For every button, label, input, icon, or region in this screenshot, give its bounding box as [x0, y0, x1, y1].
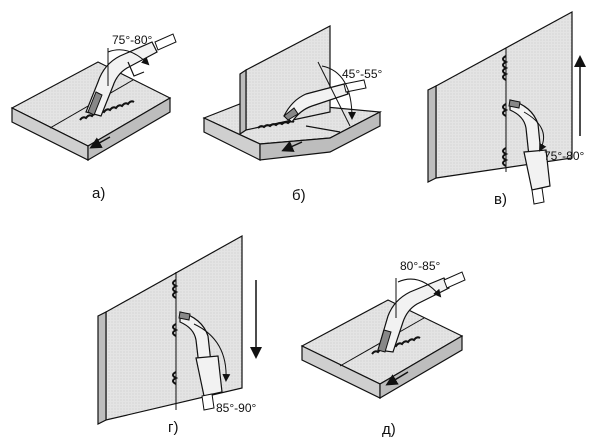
- angle-label: 75°-80°: [112, 33, 152, 47]
- panel-caption: в): [494, 191, 507, 208]
- angle-label: 45°-55°: [342, 67, 382, 81]
- panel-caption: д): [382, 421, 396, 438]
- angle-indicator: [523, 111, 547, 152]
- panel-v: 75°-80° в): [427, 10, 586, 208]
- panel-g: 85°-90° г): [97, 234, 262, 436]
- direction-arrow: [281, 140, 303, 152]
- welding-torch: [283, 79, 367, 133]
- angle-indicator: [317, 61, 356, 127]
- panel-caption: б): [292, 187, 306, 204]
- welding-torch: [508, 99, 551, 205]
- plate-vertical: [97, 234, 243, 425]
- welding-torch: [178, 311, 223, 411]
- weld-bead: [257, 120, 295, 129]
- weld-bead: [502, 55, 509, 167]
- weld-bead: [172, 279, 179, 385]
- angle-indicator: [107, 48, 150, 86]
- welding-torch: [85, 33, 177, 117]
- welding-torch: [377, 271, 466, 353]
- panel-b: 45°-55° б): [202, 25, 382, 204]
- direction-arrow: [89, 136, 111, 149]
- weld-bead: [79, 100, 135, 121]
- panel-a: 75°-80° а): [10, 33, 177, 202]
- angle-indicator: [193, 323, 231, 382]
- panel-d: 80°-85° д): [300, 259, 466, 438]
- panel-caption: г): [168, 419, 178, 436]
- direction-arrow: [385, 371, 409, 386]
- panel-caption: а): [92, 185, 105, 202]
- angle-indicator: [395, 278, 442, 318]
- angle-label: 85°-90°: [216, 401, 256, 415]
- angle-label: 75°-80°: [544, 149, 584, 163]
- angle-label: 80°-85°: [400, 259, 440, 273]
